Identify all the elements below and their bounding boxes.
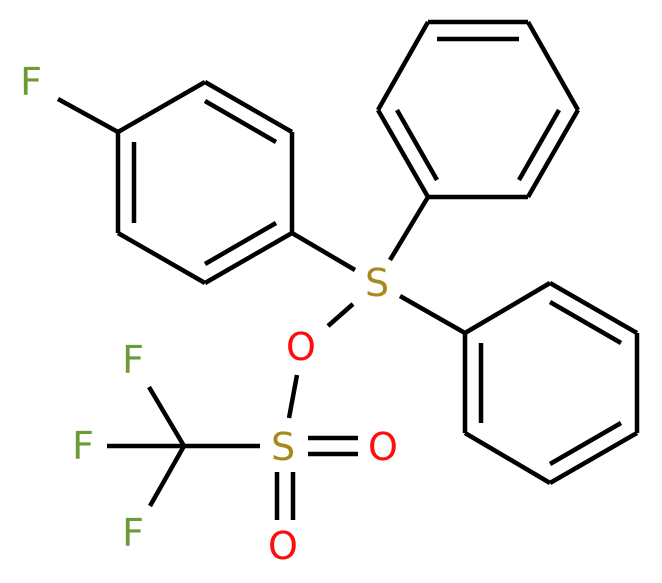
- phenyl-ring-right: [462, 281, 640, 485]
- bond-aryl-s: [290, 231, 357, 272]
- atom-s-sulfonyl: S: [271, 425, 295, 469]
- atom-o-sulfonyl-bottom: O: [268, 524, 298, 568]
- bond-o-s: [286, 374, 300, 419]
- atom-o-bridge: O: [286, 325, 316, 369]
- bond-f-aryl: [56, 97, 120, 134]
- phenyl-ring-top: [376, 19, 580, 200]
- atom-f-cf3-top: F: [122, 338, 144, 382]
- atom-o-sulfonyl-right: O: [368, 425, 398, 469]
- atom-f-cf3-left: F: [72, 424, 94, 468]
- bond-s-phenyl-top: [388, 195, 430, 262]
- bond-s-phenyl-right: [398, 294, 467, 335]
- bond-c-f-bottom: [148, 444, 186, 508]
- atom-f-aryl: F: [20, 60, 42, 104]
- atom-s-sulfonium: S: [365, 261, 389, 305]
- fluorophenyl-ring: [115, 80, 295, 285]
- bond-c-f-top: [147, 385, 186, 448]
- bond-s-o: [326, 302, 355, 328]
- atom-f-cf3-bottom: F: [122, 511, 144, 555]
